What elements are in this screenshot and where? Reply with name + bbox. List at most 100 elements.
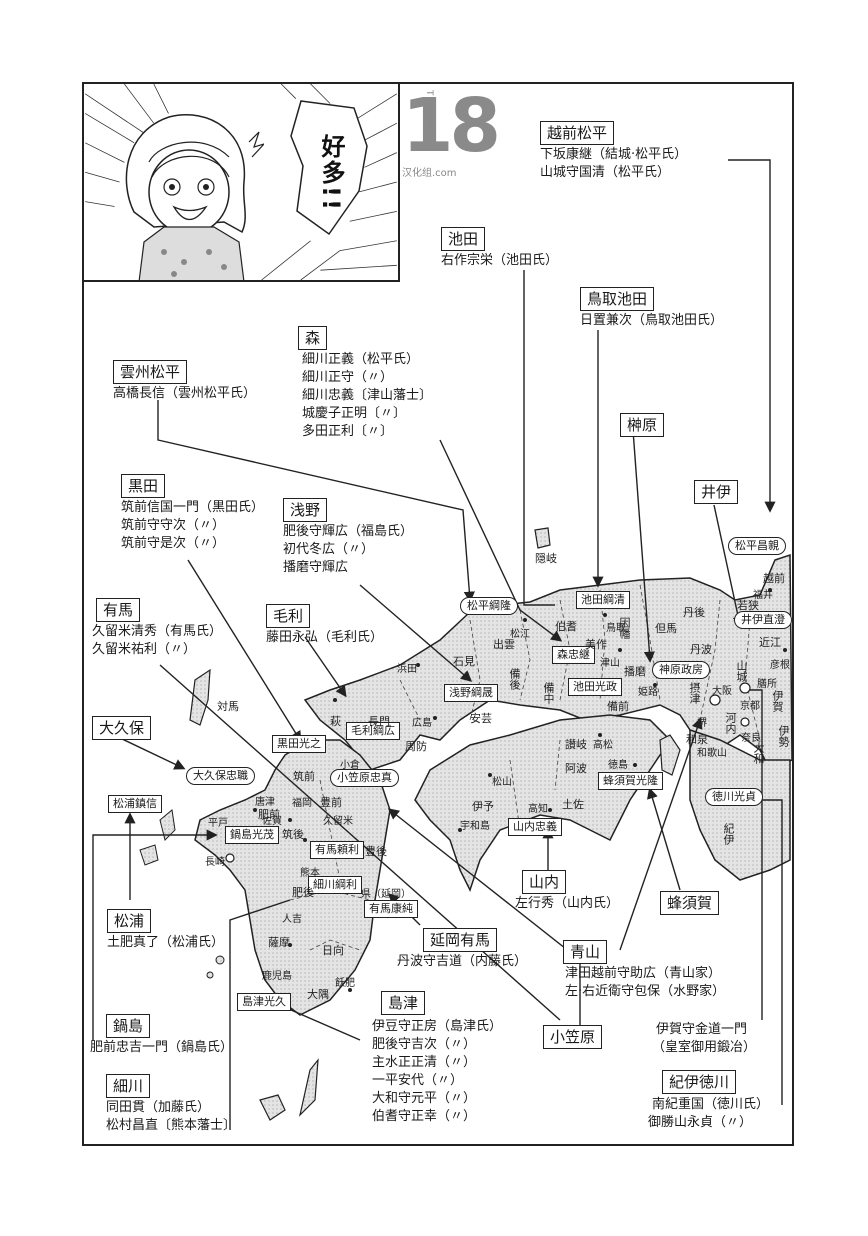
city-markers xyxy=(253,588,787,1002)
clan-unshu-matsudaira-title: 雲州松平 xyxy=(113,360,188,384)
clan-kii-tokugawa-title: 紀伊徳川 xyxy=(662,1070,737,1094)
map-marker-matsudaira-masachika: 松平昌親 xyxy=(728,537,786,555)
clan-shimazu-line-2: 肥後守吉次（〃） xyxy=(372,1037,477,1052)
province-label: 和泉 xyxy=(686,733,708,746)
watermark-number: 18 xyxy=(402,83,501,169)
province-label: 肥後 xyxy=(292,886,314,899)
city-label: 飫肥 xyxy=(335,978,355,989)
clan-aoyama-title: 青山 xyxy=(563,940,608,964)
city-label: 長崎 xyxy=(205,857,225,868)
map-marker-hosokawa-tsunatoshi: 細川綱利 xyxy=(308,876,362,894)
clan-echizen-matsudaira-title: 越前松平 xyxy=(540,121,615,145)
map-marker-matsudaira-tsunataka: 松平綱隆 xyxy=(460,597,518,615)
map-marker-arima-yasuzumi: 有馬康純 xyxy=(364,900,418,918)
city-label: 小倉 xyxy=(340,760,360,771)
city-label: 人吉 xyxy=(282,914,302,925)
clan-asano-line-2: 初代冬広（〃） xyxy=(283,542,375,557)
clan-yamauchi-title: 山内 xyxy=(522,870,567,894)
clan-mori-shin-line-3: 細川忠義〔津山藩士〕 xyxy=(302,388,433,403)
province-label: 伊勢 xyxy=(777,725,790,747)
province-label: 丹波 xyxy=(690,643,712,656)
clan-asano-line-3: 播磨守輝広 xyxy=(283,560,349,575)
city-label: 鳥取 xyxy=(606,623,626,634)
city-label: 高知 xyxy=(528,804,548,815)
city-label: 津山 xyxy=(600,658,620,669)
province-label: 隠岐 xyxy=(535,552,557,565)
clan-hosokawa-title: 細川 xyxy=(106,1074,151,1098)
province-label: 大和 xyxy=(752,742,765,764)
clan-nobeoka-arima-line-1: 丹波守吉道（内藤氏） xyxy=(397,954,528,969)
awaji-island xyxy=(659,734,681,776)
clan-asano-title: 浅野 xyxy=(283,498,328,522)
city-label: 熊本 xyxy=(300,868,320,879)
province-label: 因幡 xyxy=(618,617,631,639)
oki-island xyxy=(534,527,551,549)
clan-shimazu-line-1: 伊豆守正房（島津氏） xyxy=(372,1019,503,1034)
province-label: 讃岐 xyxy=(565,738,587,751)
province-label: 長門 xyxy=(368,715,390,728)
map-marker-ogasawara-tadazane: 小笠原忠真 xyxy=(330,769,399,787)
goto-islands xyxy=(139,809,225,979)
province-label: 対馬 xyxy=(217,700,239,713)
clan-kii-tokugawa-line-1: 南紀重国（徳川氏） xyxy=(652,1097,770,1112)
clan-arima-title: 有馬 xyxy=(96,598,141,622)
province-label: 肥前 xyxy=(258,808,280,821)
province-label: 紀伊 xyxy=(722,823,735,845)
imperial-smith-line-1: 伊賀守金道一門 xyxy=(656,1022,748,1037)
city-label: 福岡 xyxy=(292,798,312,809)
city-label: 県（延岡） xyxy=(361,889,411,900)
clan-sakakibara-title: 榊原 xyxy=(620,413,665,437)
clan-ogasawara-title: 小笠原 xyxy=(543,1025,603,1049)
province-label: 越前 xyxy=(763,572,785,585)
province-label: 但馬 xyxy=(655,622,677,635)
clan-kuroda-line-3: 筑前守是次（〃） xyxy=(121,536,226,551)
map-marker-okubo-tadamoto: 大久保忠職 xyxy=(186,767,255,785)
clan-asano-line-1: 肥後守輝広（福島氏） xyxy=(283,524,414,539)
map-marker-ikeda-tsunakiyo: 池田綱清 xyxy=(576,591,630,609)
speech-bubble-text: 好多!! xyxy=(317,134,345,212)
province-label: 播磨 xyxy=(624,665,646,678)
watermark-subtitle: 汉化组.com xyxy=(402,168,457,179)
clan-arima-line-1: 久留米清秀（有馬氏） xyxy=(92,624,223,639)
clan-ikeda-title: 池田 xyxy=(441,227,486,251)
clan-echizen-matsudaira-line-1: 下坂康継（結城·松平氏） xyxy=(540,147,688,162)
clan-mori-shin-line-4: 城慶子正明〔〃〕 xyxy=(302,406,407,421)
map-marker-tokugawa-mitsusada: 徳川光貞 xyxy=(705,788,763,806)
girl-illustration xyxy=(125,114,264,280)
map-marker-shimazu-mitsuhisa: 島津光久 xyxy=(237,993,291,1011)
province-label: 出雲 xyxy=(493,638,515,651)
province-label: 日向 xyxy=(322,944,344,957)
watermark-touch-text: TOUCH xyxy=(424,90,434,133)
province-label: 伊賀 xyxy=(771,690,784,712)
clan-tottori-ikeda-line-1: 日置兼次（鳥取池田氏） xyxy=(580,313,724,328)
clan-kuroda-line-1: 筑前信国一門（黒田氏） xyxy=(121,500,265,515)
clan-tottori-ikeda-title: 鳥取池田 xyxy=(580,287,655,311)
clan-shimazu-line-5: 大和守元平（〃） xyxy=(372,1091,477,1106)
city-label: 松江 xyxy=(510,629,530,640)
clan-shimazu-line-4: 一平安代（〃） xyxy=(372,1073,464,1088)
clan-kii-tokugawa-line-2: 御勝山永貞（〃） xyxy=(648,1115,753,1130)
city-label: 福井 xyxy=(753,590,773,601)
city-label: 徳島 xyxy=(608,760,628,771)
city-label: 松山 xyxy=(492,777,512,788)
map-marker-hachisuka-mitsutaka: 蜂須賀光隆 xyxy=(598,772,663,790)
clan-matsuura-line-1: 土肥真了（松浦氏） xyxy=(107,935,225,950)
clan-echizen-matsudaira-line-2: 山城守国清（松平氏） xyxy=(540,165,671,180)
map-marker-arima-yoritoshi: 有馬頼利 xyxy=(310,841,364,859)
province-label: 備後 xyxy=(508,668,521,690)
city-label: 久留米 xyxy=(323,816,353,827)
clan-mori-shin-line-1: 細川正義（松平氏） xyxy=(302,352,420,367)
comic-panel: 好多!! xyxy=(82,82,400,282)
clan-mori-shin-line-5: 多田正利〔〃〕 xyxy=(302,424,394,439)
map-marker-nabeshima-mitsushige: 鍋島光茂 xyxy=(225,826,279,844)
city-label: 大阪 xyxy=(712,686,732,697)
map-marker-asano-tsunaakira: 浅野綱晟 xyxy=(444,684,498,702)
clan-shimazu-line-6: 伯耆守正幸（〃） xyxy=(372,1109,477,1124)
city-label: 平戸 xyxy=(208,818,228,829)
province-label: 備中 xyxy=(542,682,555,704)
tanegashima-island xyxy=(298,1058,319,1117)
city-label: 堺 xyxy=(697,718,707,729)
clan-aoyama-line-1: 津田越前守助広（青山家） xyxy=(565,966,722,981)
city-label: 宇和島 xyxy=(460,821,490,832)
